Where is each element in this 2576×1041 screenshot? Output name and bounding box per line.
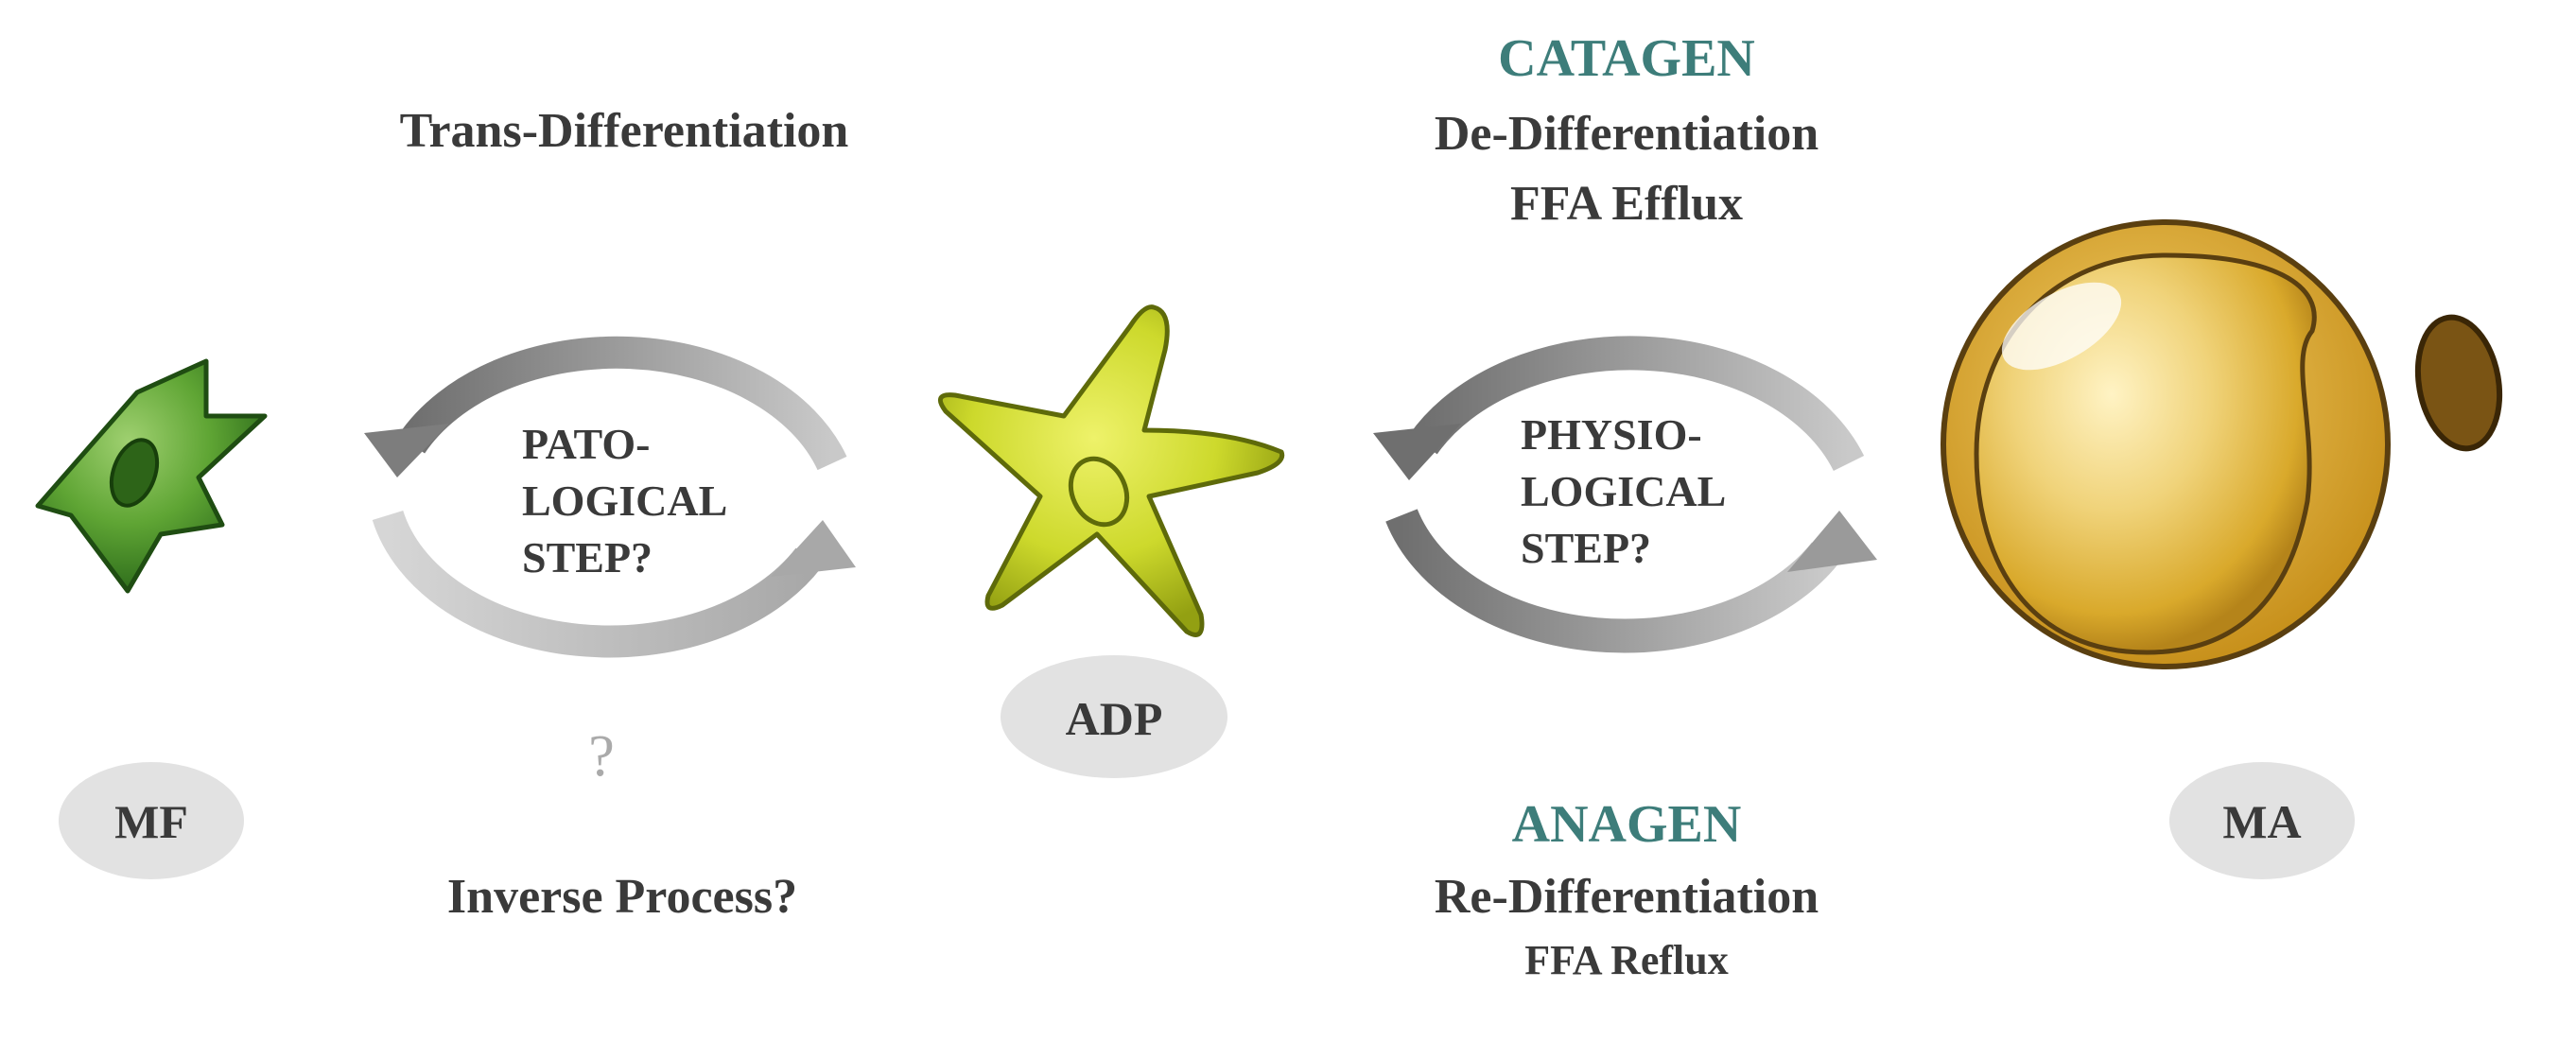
right-cycle-bottom-arrowhead xyxy=(1787,511,1877,572)
right-cycle-bottom-arrow xyxy=(1385,509,1838,653)
ffa-efflux-label: FFA Efflux xyxy=(1510,177,1743,231)
mf-nucleus xyxy=(109,438,160,508)
question-mark: ? xyxy=(588,724,615,789)
anagen-label: ANAGEN xyxy=(1512,795,1742,854)
ma-highlight xyxy=(2001,282,2122,371)
left-cycle-bottom-arrowhead xyxy=(771,520,856,577)
left-cycle-bottom-arrow xyxy=(372,510,822,658)
left-cycle-top-arrowhead xyxy=(364,424,449,477)
ma-badge xyxy=(2169,762,2355,879)
adp-label: ADP xyxy=(1066,692,1163,745)
pathological-step-line-1: PATO- xyxy=(522,420,650,468)
ma-cell: MA xyxy=(1941,219,2503,879)
adp-cell-body xyxy=(937,304,1285,637)
mf-label: MF xyxy=(114,795,188,848)
adp-badge xyxy=(1001,655,1227,778)
left-cycle: Trans-Differentiation PATO- LOGICAL STEP… xyxy=(364,104,856,924)
ma-label: MA xyxy=(2222,795,2301,848)
right-cycle: CATAGEN De-Differentiation FFA Efflux PH… xyxy=(1373,29,1877,983)
re-differentiation-label: Re-Differentiation xyxy=(1435,870,1819,924)
catagen-label: CATAGEN xyxy=(1498,29,1755,88)
physiological-step-line-3: STEP? xyxy=(1521,524,1651,572)
mf-cell: MF xyxy=(35,358,268,879)
physiological-step-line-2: LOGICAL xyxy=(1521,467,1726,515)
adp-nucleus xyxy=(1068,456,1130,528)
right-cycle-top-arrowhead xyxy=(1373,424,1461,480)
pathological-step-line-3: STEP? xyxy=(522,533,653,581)
mf-badge xyxy=(59,762,244,879)
left-cycle-top-arrow xyxy=(397,336,847,471)
de-differentiation-label: De-Differentiation xyxy=(1435,107,1819,161)
adp-cell: ADP xyxy=(937,304,1285,778)
physiological-step-line-1: PHYSIO- xyxy=(1521,410,1702,459)
ffa-reflux-label: FFA Reflux xyxy=(1524,937,1729,983)
right-cycle-top-arrow xyxy=(1409,336,1865,472)
trans-differentiation-label: Trans-Differentiation xyxy=(400,104,849,158)
ma-nucleus xyxy=(2414,314,2503,452)
pathological-step-line-2: LOGICAL xyxy=(522,477,727,525)
inverse-process-label: Inverse Process? xyxy=(447,870,797,924)
